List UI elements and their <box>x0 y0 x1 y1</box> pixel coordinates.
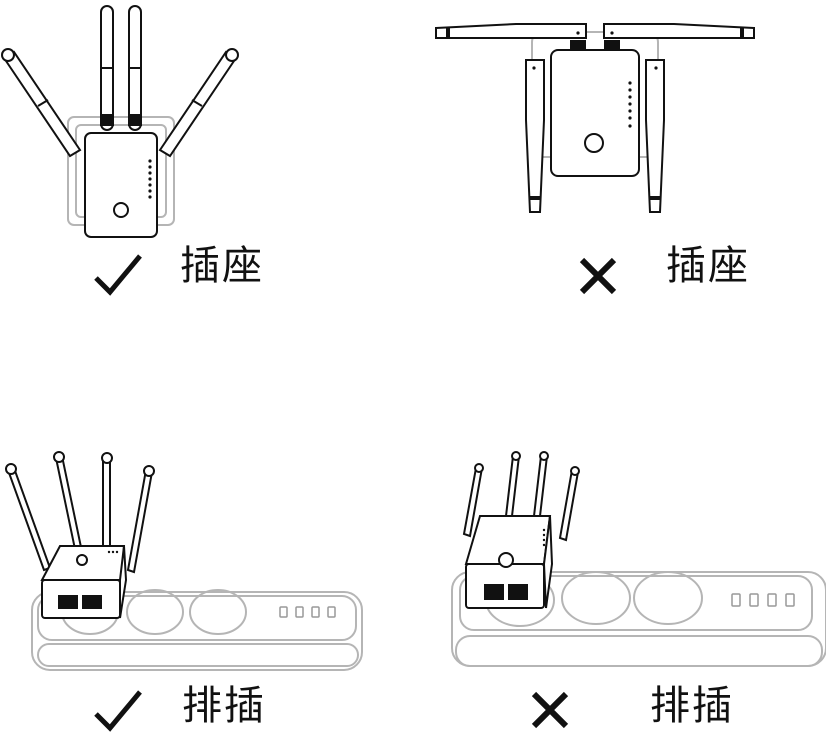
wps-button <box>113 202 129 218</box>
led-indicators <box>107 550 119 554</box>
router-body <box>41 579 121 619</box>
led-indicators <box>542 528 546 547</box>
panel-label: 排插 <box>182 683 266 729</box>
antennas <box>5 451 155 574</box>
ethernet-ports <box>484 584 528 600</box>
power-strip <box>451 571 826 667</box>
router-body <box>84 132 158 238</box>
router-body <box>550 49 640 177</box>
cross-icon <box>579 257 617 295</box>
usb-ports <box>279 606 336 618</box>
wps-button <box>76 554 88 566</box>
antenna-center-right <box>128 5 142 131</box>
router-upright-on-wall-socket <box>1 5 239 238</box>
led-indicators <box>148 159 152 199</box>
antenna-top-right <box>603 23 755 39</box>
check-icon <box>94 254 142 296</box>
panel-wall-socket-correct: 插座 <box>0 0 280 300</box>
antenna-bottom-left <box>525 59 545 213</box>
antennas <box>462 451 580 542</box>
panel-power-strip-wrong: 排插 <box>440 440 826 740</box>
panel-wall-socket-wrong: 插座 <box>420 0 826 300</box>
antenna-left <box>1 48 82 158</box>
antenna-center-left <box>100 5 114 131</box>
panel-label: 插座 <box>666 243 750 289</box>
antenna-bottom-right <box>645 59 665 213</box>
router-body <box>465 563 545 609</box>
router-sideways-on-wall-socket <box>435 23 755 213</box>
antenna-top-left <box>435 23 587 39</box>
panel-power-strip-correct: 排插 <box>0 440 370 740</box>
panel-label: 插座 <box>180 243 264 289</box>
check-icon <box>94 690 142 732</box>
cross-icon <box>531 691 569 729</box>
panel-label: 排插 <box>650 683 734 729</box>
antenna-right <box>158 48 239 158</box>
router-on-power-strip-edge <box>5 451 363 671</box>
led-indicators <box>628 81 632 128</box>
wps-button <box>584 133 604 153</box>
router-over-power-strip-sockets <box>451 451 826 667</box>
usb-ports <box>731 593 795 607</box>
ethernet-ports <box>58 595 102 609</box>
wps-button <box>498 552 514 568</box>
